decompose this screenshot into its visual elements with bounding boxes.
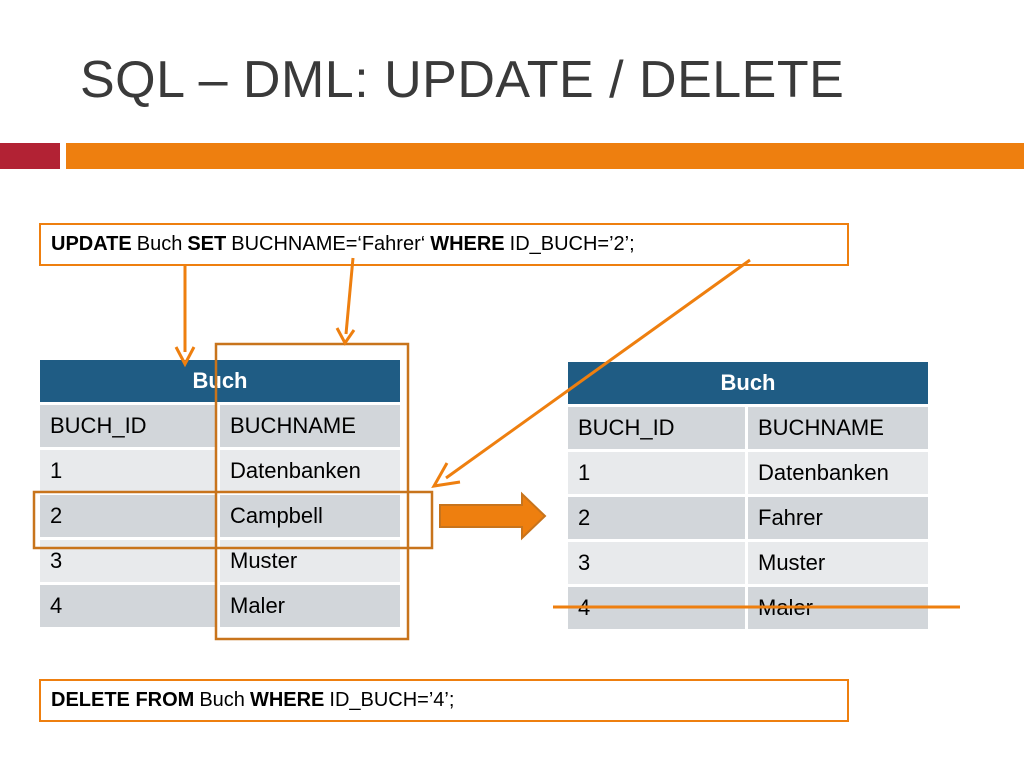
table-row: 1 Datenbanken [568,449,928,494]
cell-name: Fahrer [745,494,928,539]
arrow-table-head [174,346,196,368]
slide-title: SQL – DML: UPDATE / DELETE [80,51,845,109]
table-after-title: Buch [568,362,928,404]
cell-name: Muster [745,539,928,584]
delete-where-keyword: WHERE [249,689,325,711]
table-before-col-id: BUCH_ID [40,402,217,447]
arrow-column-head [335,327,356,346]
update-table-name: Buch [136,233,183,255]
table-row: 2 Fahrer [568,494,928,539]
table-row: 4 Maler [40,582,400,627]
where-clause: ID_BUCH=’2’; [509,233,635,255]
cell-name: Campbell [217,492,400,537]
row-id-2-highlight [32,490,434,550]
arrow-column-line [344,257,355,335]
cell-id: 3 [40,537,217,582]
arrow-row-head [431,462,461,488]
cell-name: Maler [217,582,400,627]
delete-table-name: Buch [199,689,245,711]
cell-id: 1 [568,449,745,494]
delete-where-clause: ID_BUCH=’4’; [329,689,455,711]
delete-keyword: DELETE FROM [51,689,195,711]
cell-id: 2 [568,494,745,539]
table-after-col-name: BUCHNAME [745,404,928,449]
cell-id: 1 [40,447,217,492]
cell-id: 2 [40,492,217,537]
title-divider-red [0,143,60,169]
transition-arrow-icon [439,491,547,541]
set-keyword: SET [187,233,227,255]
table-after-col-id: BUCH_ID [568,404,745,449]
table-row: 2 Campbell [40,492,400,537]
table-before-title: Buch [40,360,400,402]
set-clause: BUCHNAME=‘Fahrer‘ [231,233,426,255]
where-keyword: WHERE [430,233,505,255]
table-before-col-name: BUCHNAME [217,402,400,447]
table-row: 1 Datenbanken [40,447,400,492]
cell-name: Datenbanken [217,447,400,492]
arrow-row-line [445,258,751,480]
delete-statement-box: DELETE FROM Buch WHERE ID_BUCH=’4’; [39,679,849,722]
update-keyword: UPDATE [51,233,132,255]
cell-id: 3 [568,539,745,584]
table-row: 3 Muster [568,539,928,584]
table-row: 3 Muster [40,537,400,582]
table-before: Buch BUCH_ID BUCHNAME 1 Datenbanken 2 Ca… [40,360,400,627]
cell-name: Datenbanken [745,449,928,494]
cell-id: 4 [40,582,217,627]
cell-name: Muster [217,537,400,582]
update-statement-box: UPDATE Buch SET BUCHNAME=‘Fahrer‘ WHERE … [39,223,849,266]
title-divider-orange [66,143,1024,169]
